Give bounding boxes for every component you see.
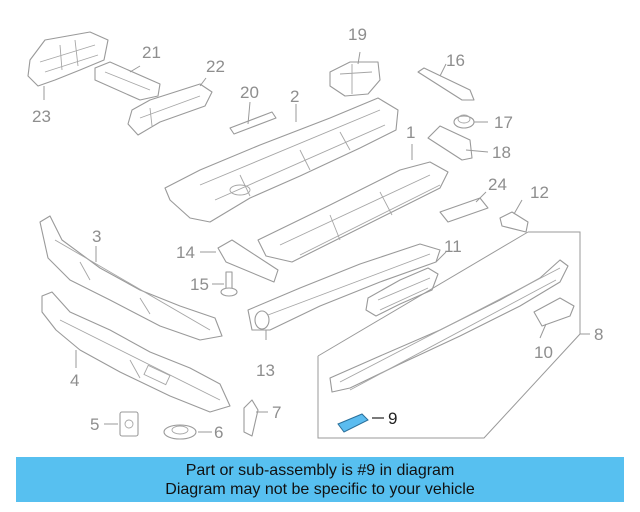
part-19 (329, 61, 381, 97)
callout-19: 19 (348, 25, 367, 44)
part-12 (499, 211, 529, 233)
callout-4: 4 (70, 371, 79, 390)
assembly-8-box (317, 231, 581, 439)
part-6 (163, 424, 197, 440)
part-3 (39, 215, 223, 341)
info-banner: Part or sub-assembly is #9 in diagram Di… (16, 457, 624, 502)
part-10 (533, 297, 575, 327)
callout-5: 5 (90, 415, 99, 434)
callout-3: 3 (92, 227, 101, 246)
part-11 (365, 267, 439, 317)
part-14 (217, 239, 279, 283)
callout-7: 7 (272, 403, 281, 422)
part-16 (417, 67, 475, 101)
callout-1: 1 (406, 123, 415, 142)
callout-21: 21 (142, 43, 161, 62)
callout-23: 23 (32, 107, 51, 126)
part-5 (119, 411, 139, 437)
part-1 (257, 161, 449, 263)
leader-lines (43, 51, 590, 433)
callout-2: 2 (290, 87, 299, 106)
part-8 (329, 259, 569, 393)
callout-6: 6 (214, 423, 223, 442)
callout-22: 22 (206, 57, 225, 76)
banner-line-2: Diagram may not be specific to your vehi… (165, 480, 475, 498)
callout-8: 8 (594, 325, 603, 344)
callout-15: 15 (190, 275, 209, 294)
part-9-highlighted[interactable] (337, 413, 369, 433)
callout-labels: 23 21 22 20 2 19 16 17 18 1 24 12 3 14 1… (32, 25, 603, 442)
part-15 (220, 271, 238, 297)
part-24 (439, 197, 489, 223)
part-4 (41, 291, 231, 413)
part-17 (453, 114, 475, 129)
part-22 (127, 83, 213, 136)
callout-12: 12 (530, 183, 549, 202)
callout-20: 20 (240, 83, 259, 102)
callout-11: 11 (444, 237, 462, 256)
part-13 (247, 243, 441, 331)
callout-17: 17 (494, 113, 513, 132)
part-20 (229, 111, 277, 135)
callout-14: 14 (176, 243, 195, 262)
callout-18: 18 (492, 143, 511, 162)
callout-9: 9 (388, 409, 397, 428)
parts-diagram: 23 21 22 20 2 19 16 17 18 1 24 12 3 14 1… (27, 25, 603, 442)
part-21 (94, 61, 161, 101)
part-23 (27, 31, 109, 87)
part-18 (427, 125, 473, 161)
banner-line-1: Part or sub-assembly is #9 in diagram (185, 461, 455, 479)
callout-24: 24 (488, 175, 507, 194)
callout-13: 13 (256, 361, 275, 380)
part-7 (243, 399, 259, 437)
callout-10: 10 (534, 343, 553, 362)
part-2 (164, 97, 399, 223)
callout-16: 16 (446, 51, 465, 70)
